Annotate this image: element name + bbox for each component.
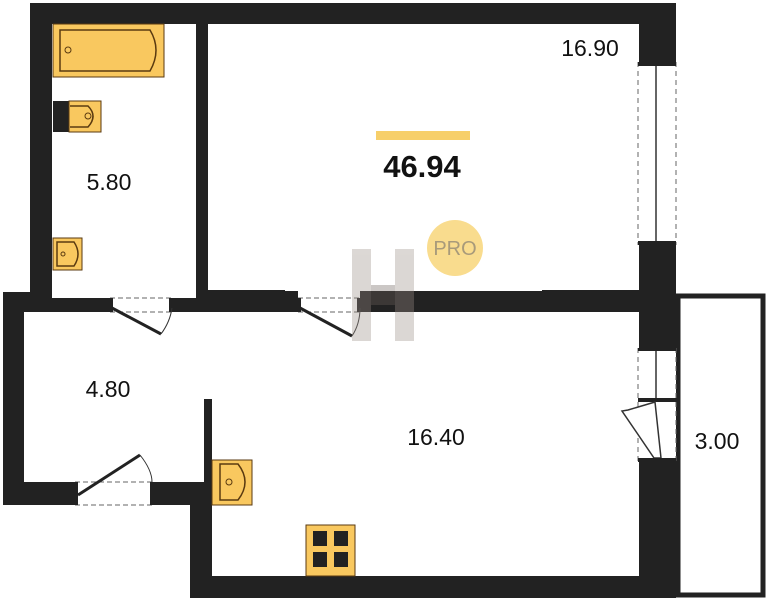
total-area: 46.94 [383,149,461,184]
door-bathroom [108,290,174,336]
living-room-room [208,24,639,290]
balcony-room [675,293,766,598]
pro-badge-text: PRO [433,238,476,260]
window-living-room [637,62,677,245]
balcony-door [620,348,677,462]
bathtub-icon [52,23,165,78]
hallway-area: 4.80 [86,376,131,402]
living-room-area: 16.90 [561,35,619,61]
watermark-logo [352,249,414,341]
accent-bar [376,131,470,140]
pro-badge: PRO [427,220,483,276]
bathroom-sink-icon [52,237,83,271]
stove-icon [305,524,356,577]
door-living-room [296,290,362,338]
kitchen-room [212,312,639,576]
balcony-area: 3.00 [695,428,740,454]
bathroom-area: 5.80 [87,169,132,195]
kitchen-area: 16.40 [407,424,465,450]
door-entrance [73,453,155,506]
kitchen-sink-icon [211,459,253,506]
toilet-icon [53,100,102,133]
hallway-room [24,312,204,482]
